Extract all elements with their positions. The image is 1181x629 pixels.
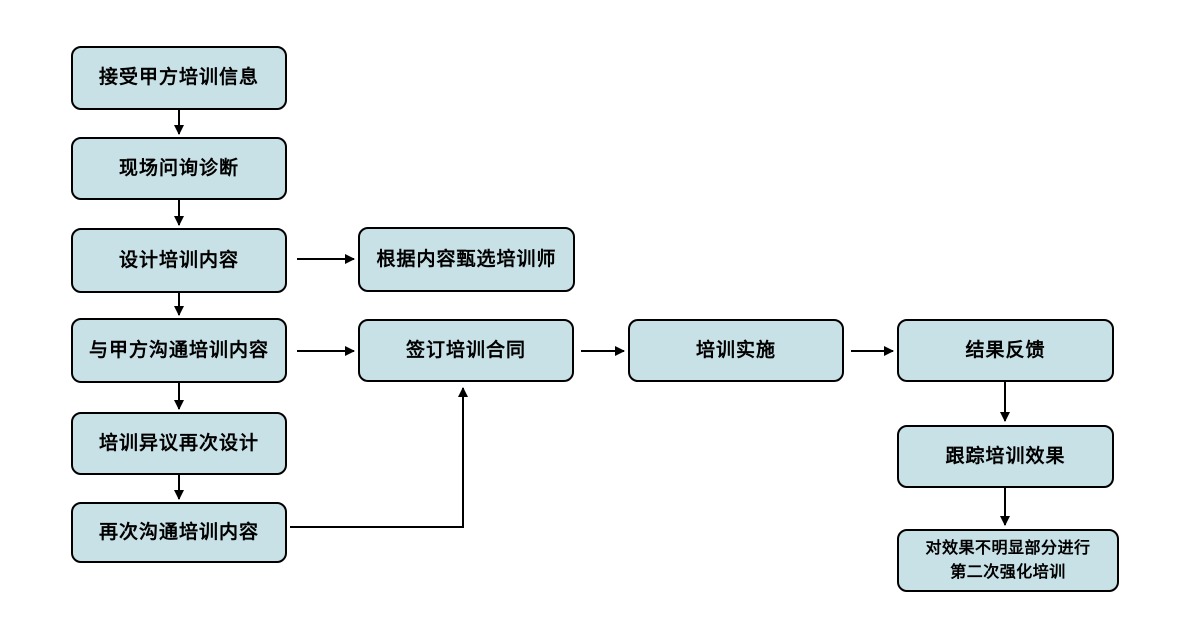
node-second-intensive-training: 对效果不明显部分进行 第二次强化培训: [897, 529, 1119, 592]
node-label: 接受甲方培训信息: [98, 67, 259, 89]
node-label: 培训异议再次设计: [98, 432, 259, 454]
node-label: 与甲方沟通培训内容: [88, 339, 269, 361]
node-label: 签订培训合同: [405, 339, 526, 361]
node-communicate-training-content-again: 再次沟通培训内容: [71, 502, 287, 563]
edge-communicate-again-to-contract: [290, 387, 468, 528]
node-label: 根据内容甄选培训师: [376, 248, 557, 270]
node-select-trainer-by-content: 根据内容甄选培训师: [358, 227, 575, 292]
node-label: 现场问询诊断: [118, 157, 239, 179]
node-communicate-training-content-with-party-a: 与甲方沟通培训内容: [71, 318, 287, 383]
node-label: 再次沟通培训内容: [98, 521, 259, 543]
node-label: 培训实施: [695, 339, 776, 361]
node-track-training-effect: 跟踪培训效果: [897, 425, 1114, 488]
node-label: 跟踪培训效果: [945, 445, 1066, 467]
node-sign-training-contract: 签订培训合同: [358, 319, 574, 382]
node-receive-training-info: 接受甲方培训信息: [71, 46, 287, 110]
node-label-line1: 对效果不明显部分进行: [925, 539, 1091, 557]
node-label-line2: 第二次强化培训: [950, 563, 1066, 581]
node-design-training-content: 设计培训内容: [71, 228, 287, 293]
node-label: 设计培训内容: [118, 249, 239, 271]
node-training-objection-redesign: 培训异议再次设计: [71, 412, 287, 475]
node-training-implementation: 培训实施: [628, 319, 844, 382]
node-onsite-inquiry-diagnosis: 现场问询诊断: [71, 137, 287, 200]
node-label: 结果反馈: [965, 339, 1046, 361]
node-result-feedback: 结果反馈: [897, 319, 1114, 382]
